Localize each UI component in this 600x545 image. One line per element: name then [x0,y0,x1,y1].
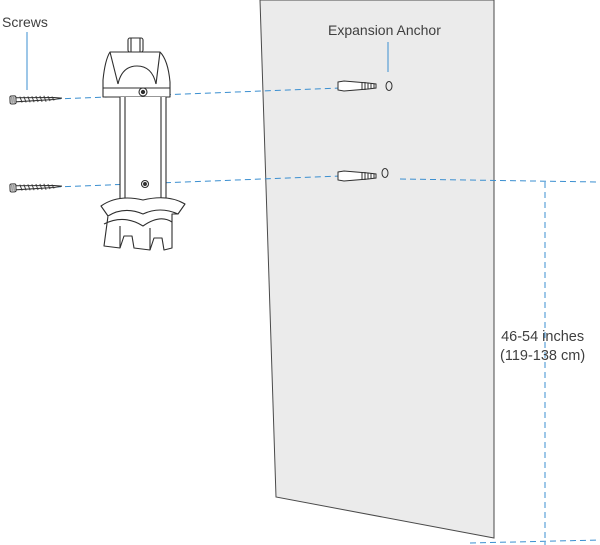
screws-label: Screws [2,14,48,30]
wall-panel [260,0,494,538]
floor-reference-line [470,540,600,543]
mounting-height-label: 46-54 inches (119-138 cm) [500,328,585,366]
expansion-anchor-label: Expansion Anchor [328,22,441,38]
mounting-height-inches: 46-54 inches [500,328,585,347]
mounting-height-cm: (119-138 cm) [500,347,585,366]
wall-mount-bracket-icon [101,38,185,250]
screw-icon [10,182,62,192]
screw-icon [10,94,62,104]
